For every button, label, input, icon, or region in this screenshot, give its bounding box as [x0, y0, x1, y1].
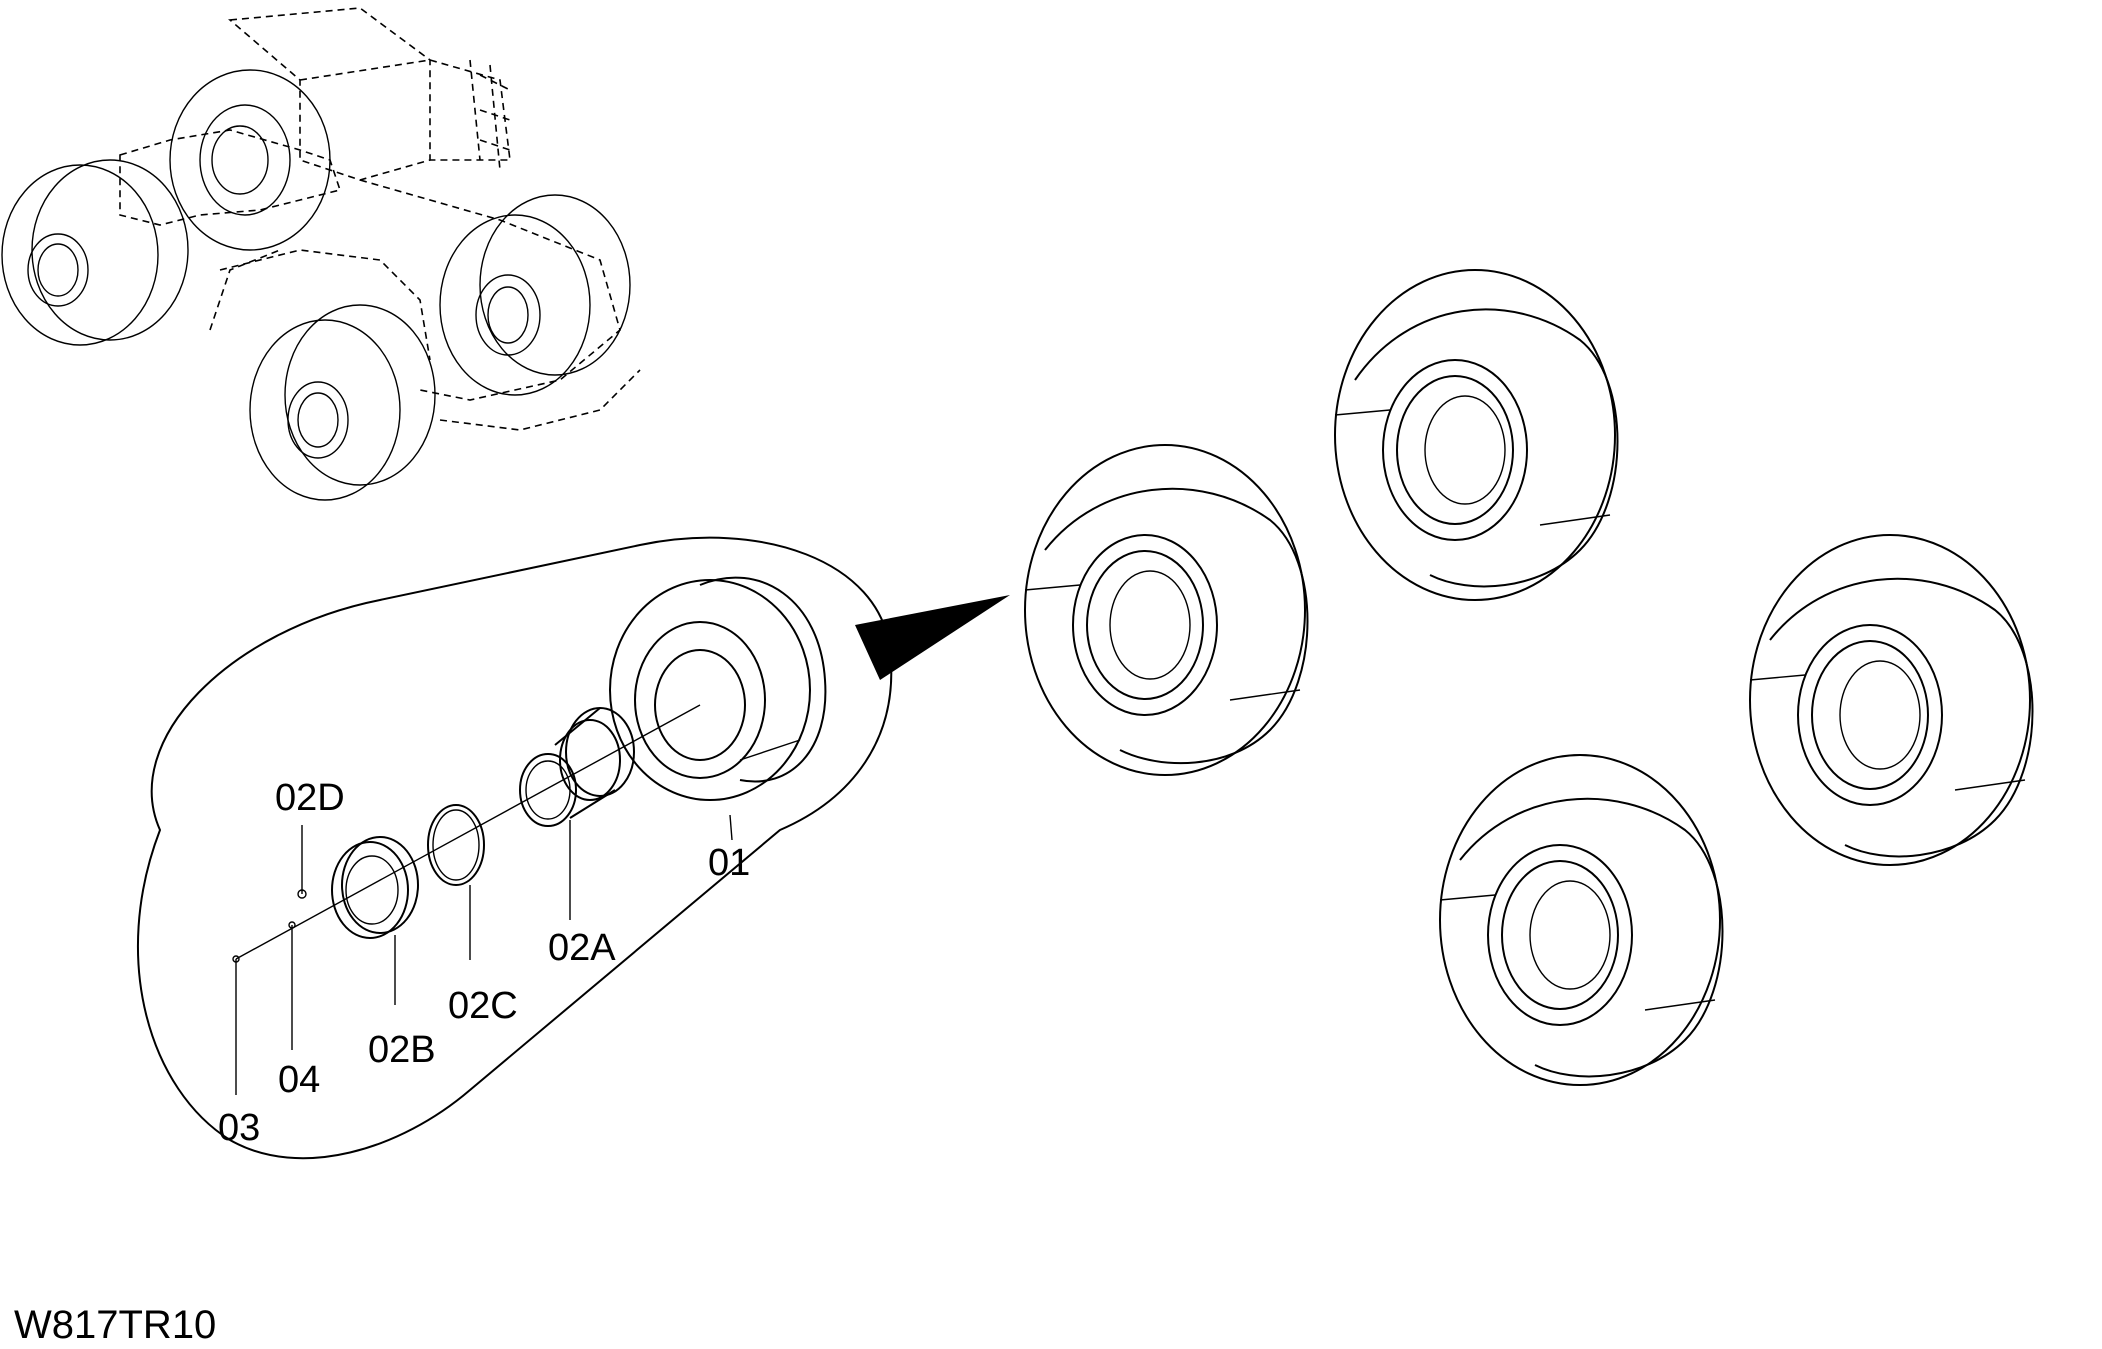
wheel-rear-right [1749, 534, 2034, 866]
wheel-rear-left [1334, 269, 1619, 601]
wheel-front-left [1024, 444, 1309, 776]
callout-02c: 02C [448, 985, 518, 1027]
detail-callout-capsule [136, 536, 1010, 1160]
exploded-tire-detail [232, 576, 827, 1095]
callout-pointer [855, 595, 1010, 680]
callout-01: 01 [708, 842, 750, 884]
callout-02b: 02B [368, 1029, 436, 1071]
callout-02d: 02D [275, 777, 345, 819]
machine-overview-illustration [1, 7, 641, 501]
callout-02a: 02A [548, 927, 616, 969]
callout-04: 04 [278, 1059, 320, 1101]
drawing-code: W817TR10 [14, 1303, 216, 1347]
wheel-front-right [1439, 754, 1724, 1086]
callout-03: 03 [218, 1107, 260, 1149]
